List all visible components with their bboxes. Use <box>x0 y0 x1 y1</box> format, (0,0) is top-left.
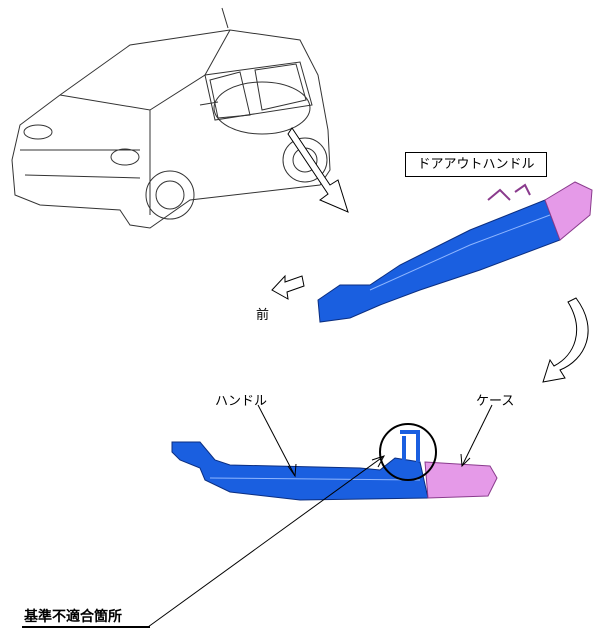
door-handle-3d-view <box>317 181 593 323</box>
handle-label: ハンドル <box>215 394 268 409</box>
defect-highlight-circle <box>379 423 437 481</box>
part-title-label: ドアアウトハンドル <box>405 152 547 177</box>
car-illustration <box>11 7 331 229</box>
pointer-arrow-icon <box>287 127 349 213</box>
curved-arrow-icon <box>542 297 589 383</box>
defect-location-label: 基準不適合箇所 <box>24 609 122 625</box>
door-handle-side-view <box>171 430 498 501</box>
front-label: 前 <box>256 308 270 323</box>
leader-lines <box>22 404 493 628</box>
front-direction-arrow-icon <box>271 274 305 300</box>
case-label: ケース <box>476 394 515 409</box>
